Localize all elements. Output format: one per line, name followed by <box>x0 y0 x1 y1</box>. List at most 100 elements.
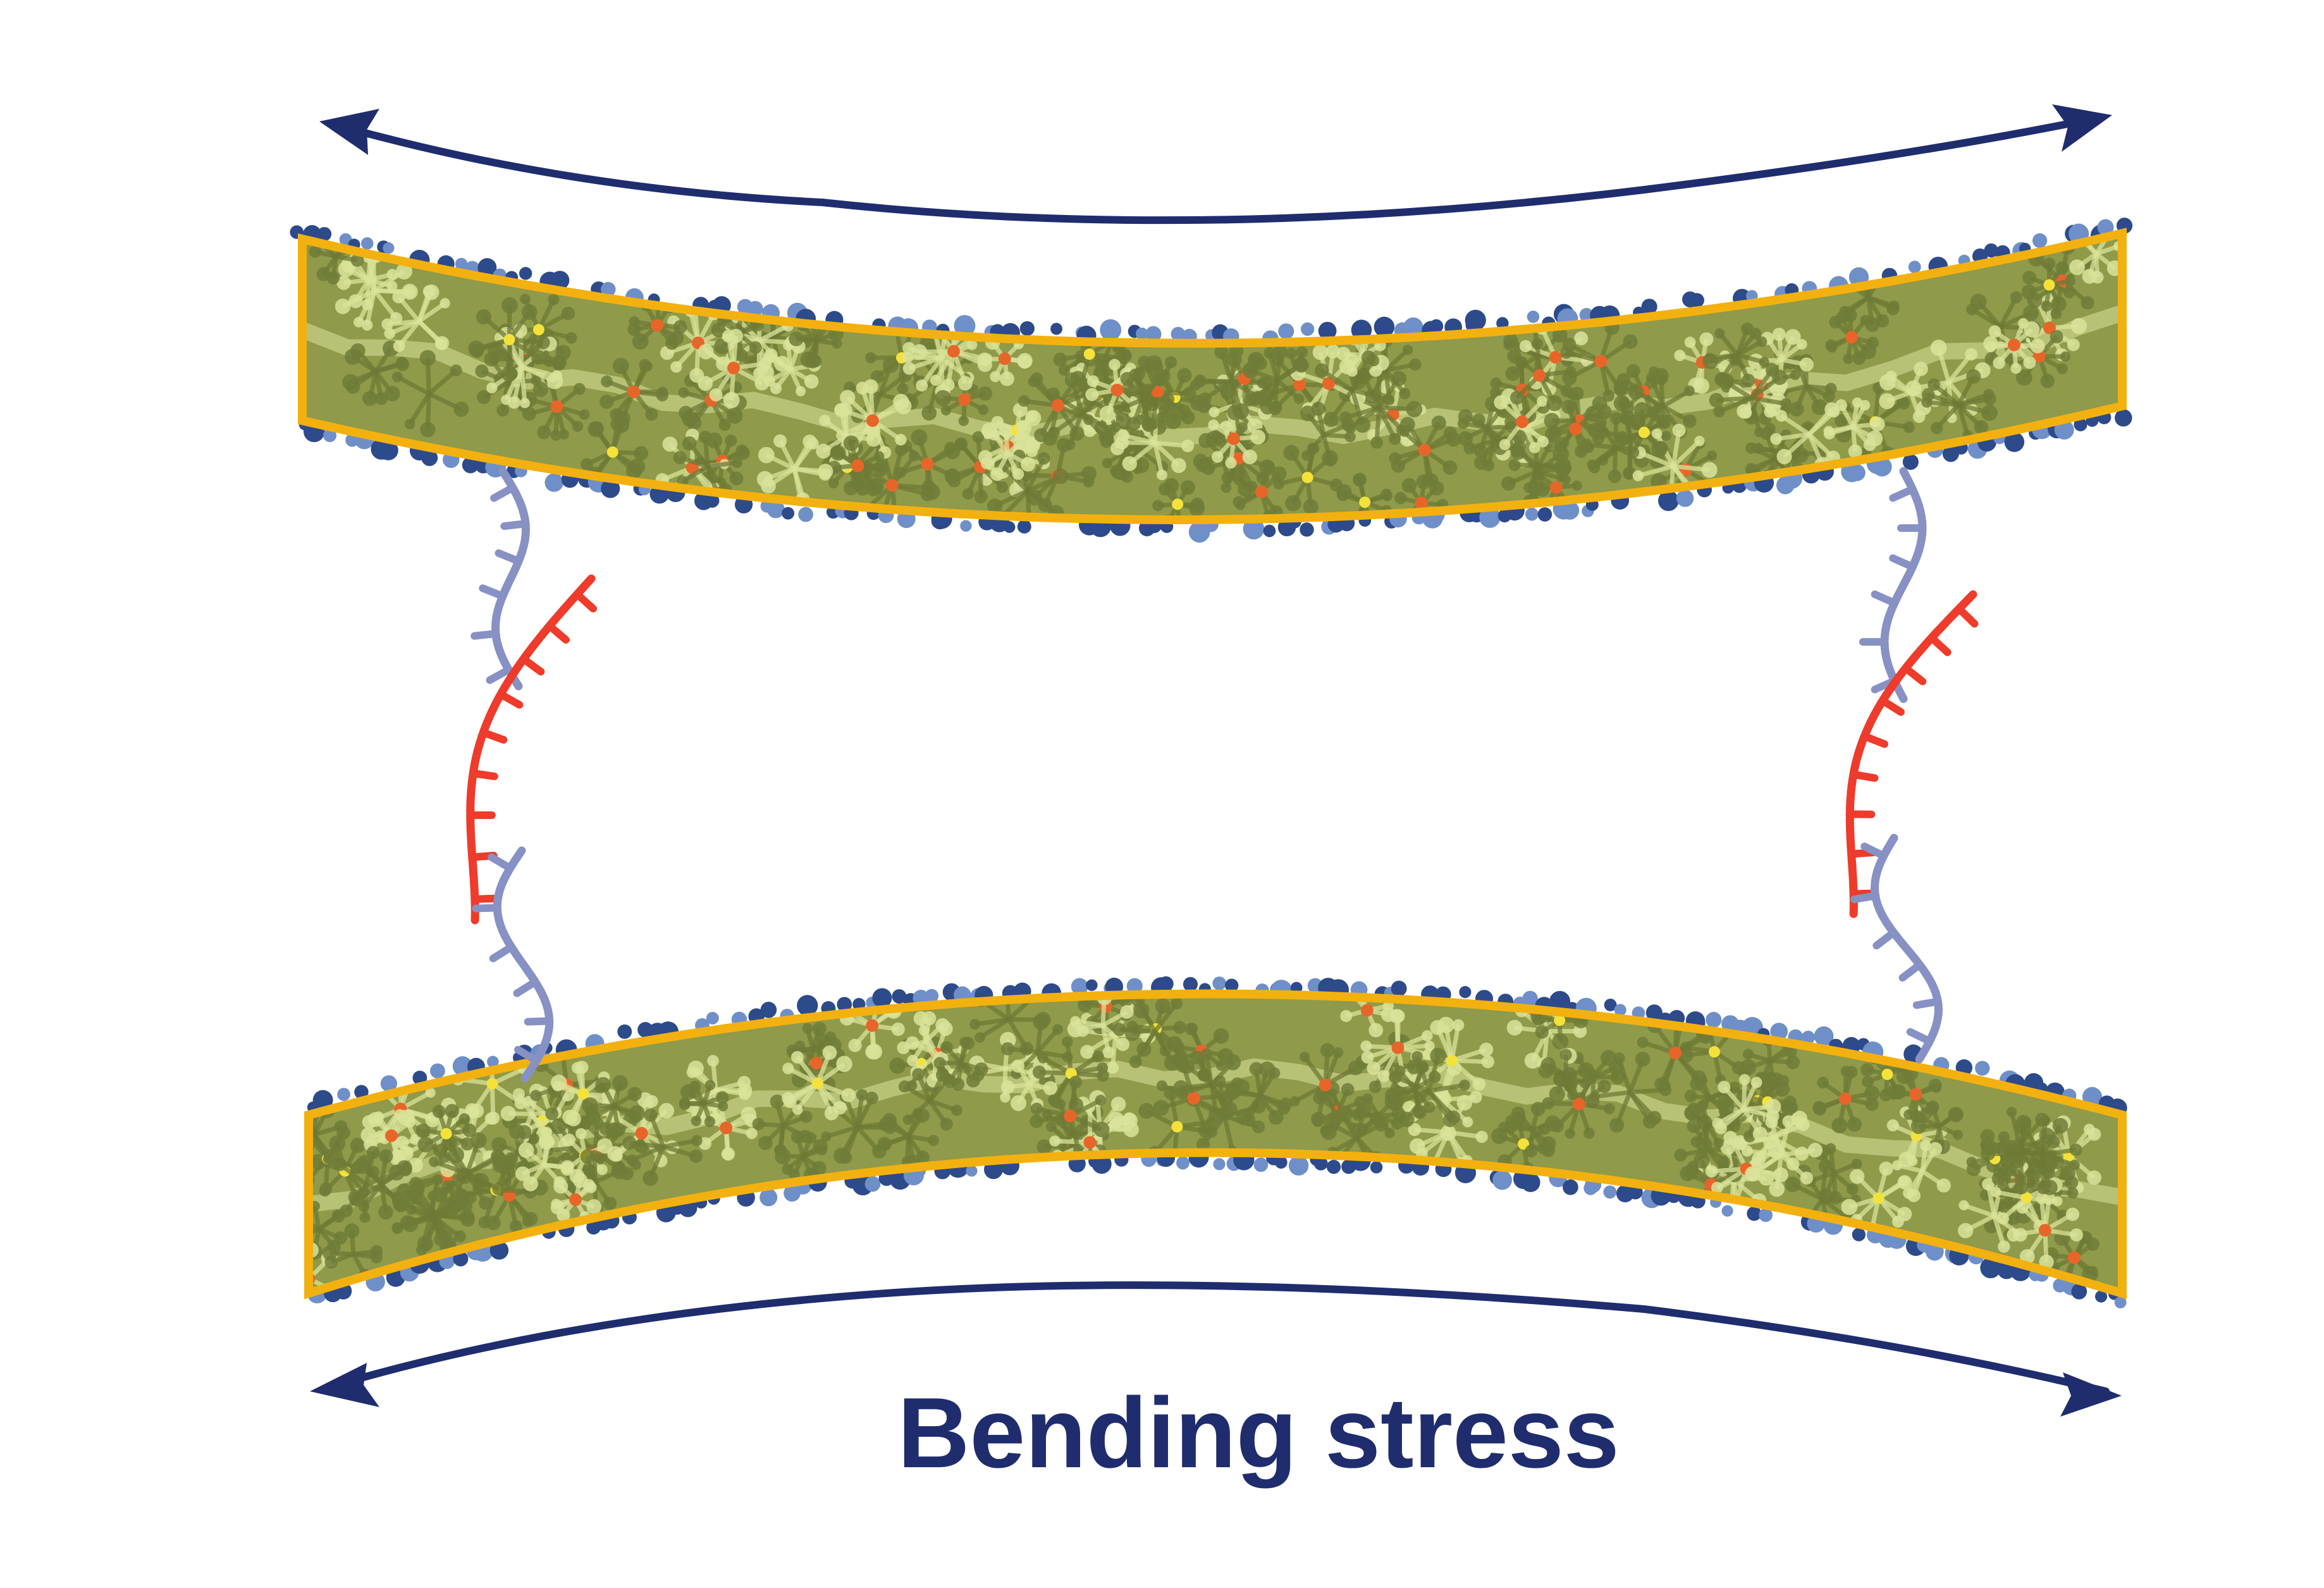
left-blue-lower-backbone <box>493 846 554 1083</box>
bottom-lipid-head <box>872 988 892 1008</box>
bottom-lipid-head <box>1801 1030 1816 1045</box>
right-blue-lower-base-tick <box>1912 997 1942 1009</box>
bottom-lipid-head <box>1770 1023 1788 1040</box>
top-lipid-cluster <box>1085 359 1142 422</box>
top-lipid-cluster <box>1300 402 1356 467</box>
bottom-stress-arrow <box>310 1281 2122 1417</box>
top-arrow-left-head-icon <box>319 109 379 155</box>
bottom-lipid-cluster <box>550 1173 602 1223</box>
top-lipid-head <box>1676 489 1694 507</box>
right-blue-lower-base-tick <box>1872 928 1898 950</box>
right-dna-tether <box>1845 467 1979 1064</box>
bottom-lipid-head <box>1521 1173 1540 1192</box>
bottom-lipid-head <box>1274 1156 1288 1169</box>
bottom-lipid-head <box>1370 1160 1383 1174</box>
top-lipid-head <box>782 507 795 520</box>
top-lipid-cluster <box>2021 257 2076 312</box>
bottom-lipid-cluster <box>1538 1049 1594 1102</box>
bottom-lipid-cluster <box>1741 1115 1823 1197</box>
top-lipid-cluster <box>1336 472 1393 520</box>
bottom-lipid-cluster <box>775 1130 828 1182</box>
top-lipid-head <box>1479 507 1501 528</box>
top-lipid-head <box>747 300 763 317</box>
bottom-lipid-head <box>760 1002 777 1018</box>
top-lipid-head <box>1658 490 1679 512</box>
top-lipid-head <box>1263 524 1276 538</box>
bottom-lipid-head <box>617 1024 632 1039</box>
top-lipid-head <box>1004 521 1016 533</box>
bottom-lipid-cluster <box>1680 1152 1743 1219</box>
top-lipid-head <box>2115 409 2132 427</box>
bottom-lipid-cluster <box>1030 1075 1110 1155</box>
bottom-lipid-head <box>1253 1157 1269 1173</box>
right-blue-upper-base-tick <box>1889 485 1917 502</box>
right-red-backbone <box>1845 590 1977 918</box>
bottom-lipid-head <box>1980 1257 2001 1279</box>
top-lipid-cluster <box>1709 363 1792 438</box>
bottom-lipid-cluster <box>1173 1048 1250 1123</box>
top-lipid-head <box>519 267 532 280</box>
bottom-lipid-cluster <box>402 1190 459 1246</box>
top-lipid-head <box>766 500 785 519</box>
bottom-lipid-cluster <box>1637 1011 1712 1092</box>
top-lipid-cluster <box>1748 328 1814 393</box>
top-lipid-cluster <box>1983 318 2045 374</box>
top-lipid-head <box>1017 519 1031 534</box>
top-lipid-head <box>1496 317 1509 329</box>
top-lipid-cluster <box>381 284 450 352</box>
top-lipid-head <box>2074 417 2087 431</box>
top-lipid-cluster <box>1242 344 1309 415</box>
bottom-lipid-cluster <box>1225 1061 1293 1127</box>
bottom-lipid-head <box>1549 990 1571 1012</box>
top-lipid-head <box>1403 317 1423 338</box>
bottom-lipid-cluster <box>1360 1009 1436 1087</box>
top-lipid-head <box>1145 326 1162 342</box>
top-lipid-cluster <box>1614 402 1671 459</box>
left-red-base-tick <box>469 769 498 780</box>
bottom-lipid-cluster <box>1410 1016 1494 1103</box>
bottom-lipid-head <box>487 1056 499 1068</box>
right-blue-lower-base-tick <box>1860 842 1888 860</box>
left-red-backbone <box>466 574 596 925</box>
bottom-lipid-cluster <box>1891 1140 1951 1203</box>
bottom-lipid-head <box>337 1088 350 1101</box>
right-red-base-tick <box>1860 732 1888 748</box>
bottom-lipid-head <box>452 1056 473 1076</box>
bottom-lipid-cluster <box>360 1109 415 1166</box>
left-blue-lower-base-tick <box>489 943 515 963</box>
right-blue-lower-base-tick <box>1906 1028 1934 1045</box>
top-lipid-cluster <box>827 435 888 496</box>
bottom-lipid-head <box>1814 1026 1834 1046</box>
right-red-base-tick <box>1902 664 1927 686</box>
top-lipid-cluster <box>1838 264 1900 332</box>
bottom-lipid-head <box>354 1085 369 1099</box>
left-red-base-tick <box>545 622 570 644</box>
bottom-lipid-head <box>489 1241 509 1260</box>
bottom-lipid-cluster <box>582 1074 645 1137</box>
top-membrane-outline <box>298 228 2127 524</box>
right-red-base-tick <box>1927 634 1952 656</box>
top-lipid-head <box>1300 322 1315 336</box>
bottom-lipid-head <box>1492 1170 1512 1190</box>
right-blue-strand-upper <box>1859 467 1927 703</box>
right-blue-lower-backbone <box>1871 834 1943 1064</box>
top-stress-arrow <box>319 104 2112 225</box>
top-lipid-head <box>1135 327 1148 340</box>
bottom-lipid-head <box>312 1090 333 1111</box>
bottom-lipid-head <box>1326 1159 1341 1174</box>
left-blue-upper-base-tick <box>479 584 507 600</box>
bottom-lipid-head <box>1721 1205 1733 1217</box>
bottom-lipid-cluster <box>333 1145 405 1223</box>
bottom-lipid-cluster <box>1289 1043 1363 1126</box>
bottom-lipid-cluster <box>2007 1191 2083 1270</box>
bottom-lipid-head <box>1313 1156 1328 1171</box>
bottom-lipid-head <box>1225 978 1239 992</box>
top-lipid-head <box>1019 321 1035 336</box>
left-red-base-tick <box>573 590 598 613</box>
top-lipid-head <box>317 226 332 242</box>
top-lipid-head <box>1278 323 1294 340</box>
top-lipid-head <box>1171 326 1186 342</box>
left-blue-lower-base-tick <box>513 978 539 997</box>
top-lipid-cluster <box>336 250 398 311</box>
bottom-lipid-head <box>1071 978 1088 995</box>
